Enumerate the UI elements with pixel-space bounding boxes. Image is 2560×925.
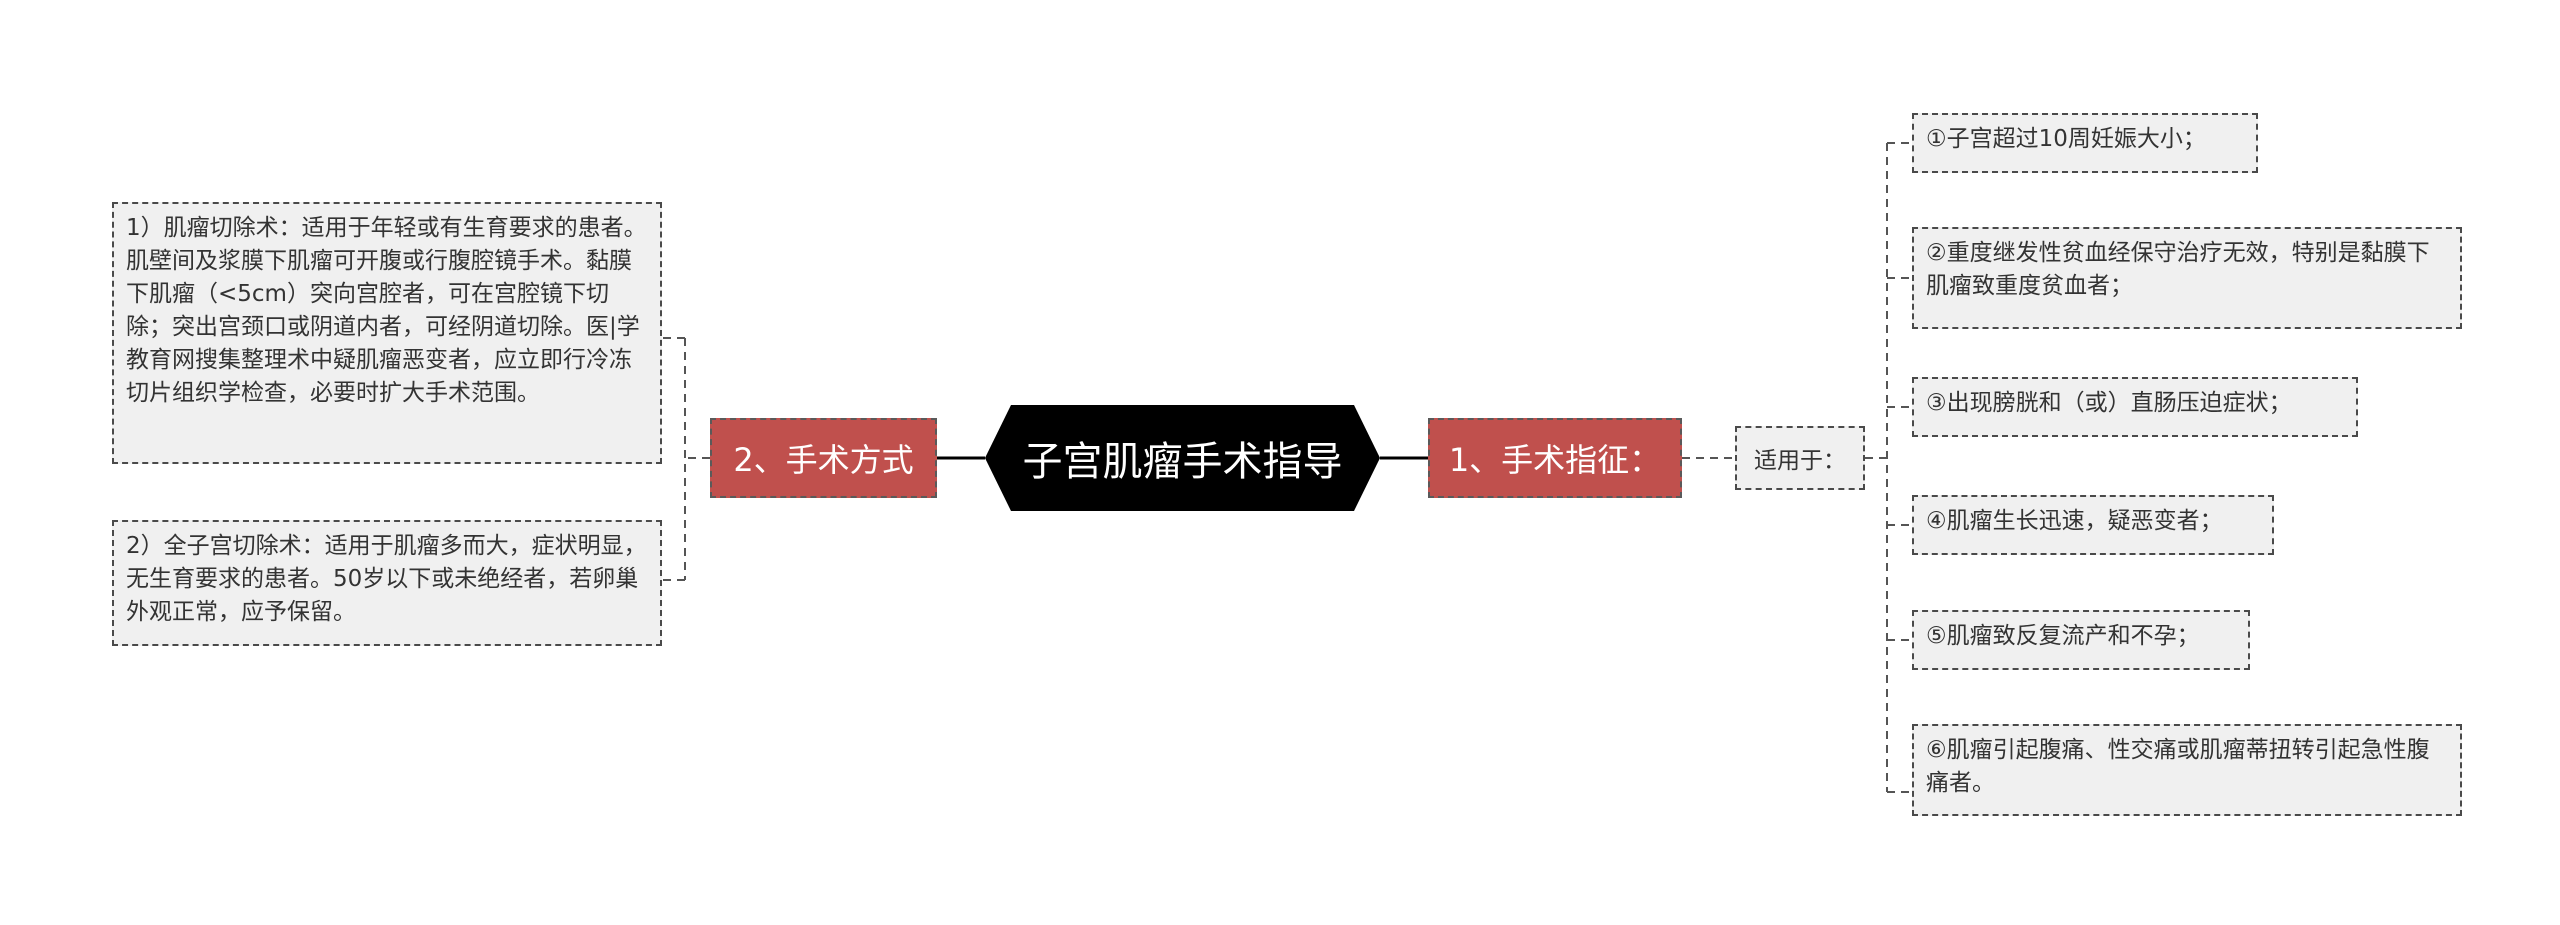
connector-sublabel-children (1865, 142, 1912, 793)
branch-surgery-methods[interactable]: 2、手术方式 (710, 418, 937, 498)
sublabel-applicable[interactable]: 适用于： (1735, 426, 1865, 490)
connector-left-children (662, 337, 710, 581)
root-shape (985, 405, 1380, 511)
method-item-1[interactable]: 1）肌瘤切除术：适用于年轻或有生育要求的患者。肌壁间及浆膜下肌瘤可开腹或行腹腔镜… (112, 202, 662, 464)
method-item-2[interactable]: 2）全子宫切除术：适用于肌瘤多而大，症状明显，无生育要求的患者。50岁以下或未绝… (112, 520, 662, 646)
indication-item-5[interactable]: ⑤肌瘤致反复流产和不孕； (1912, 610, 2250, 670)
indication-item-3[interactable]: ③出现膀胱和（或）直肠压迫症状； (1912, 377, 2358, 437)
root-title: 子宫肌瘤手术指导 (1022, 439, 1343, 485)
root-node[interactable]: 子宫肌瘤手术指导 (985, 405, 1380, 511)
indication-item-1[interactable]: ①子宫超过10周妊娠大小； (1912, 113, 2258, 173)
branch-surgery-indications[interactable]: 1、手术指征： (1428, 418, 1682, 498)
indication-item-4[interactable]: ④肌瘤生长迅速，疑恶变者； (1912, 495, 2274, 555)
indication-item-2[interactable]: ②重度继发性贫血经保守治疗无效，特别是黏膜下肌瘤致重度贫血者； (1912, 227, 2462, 329)
indication-item-6[interactable]: ⑥肌瘤引起腹痛、性交痛或肌瘤蒂扭转引起急性腹痛者。 (1912, 724, 2462, 816)
